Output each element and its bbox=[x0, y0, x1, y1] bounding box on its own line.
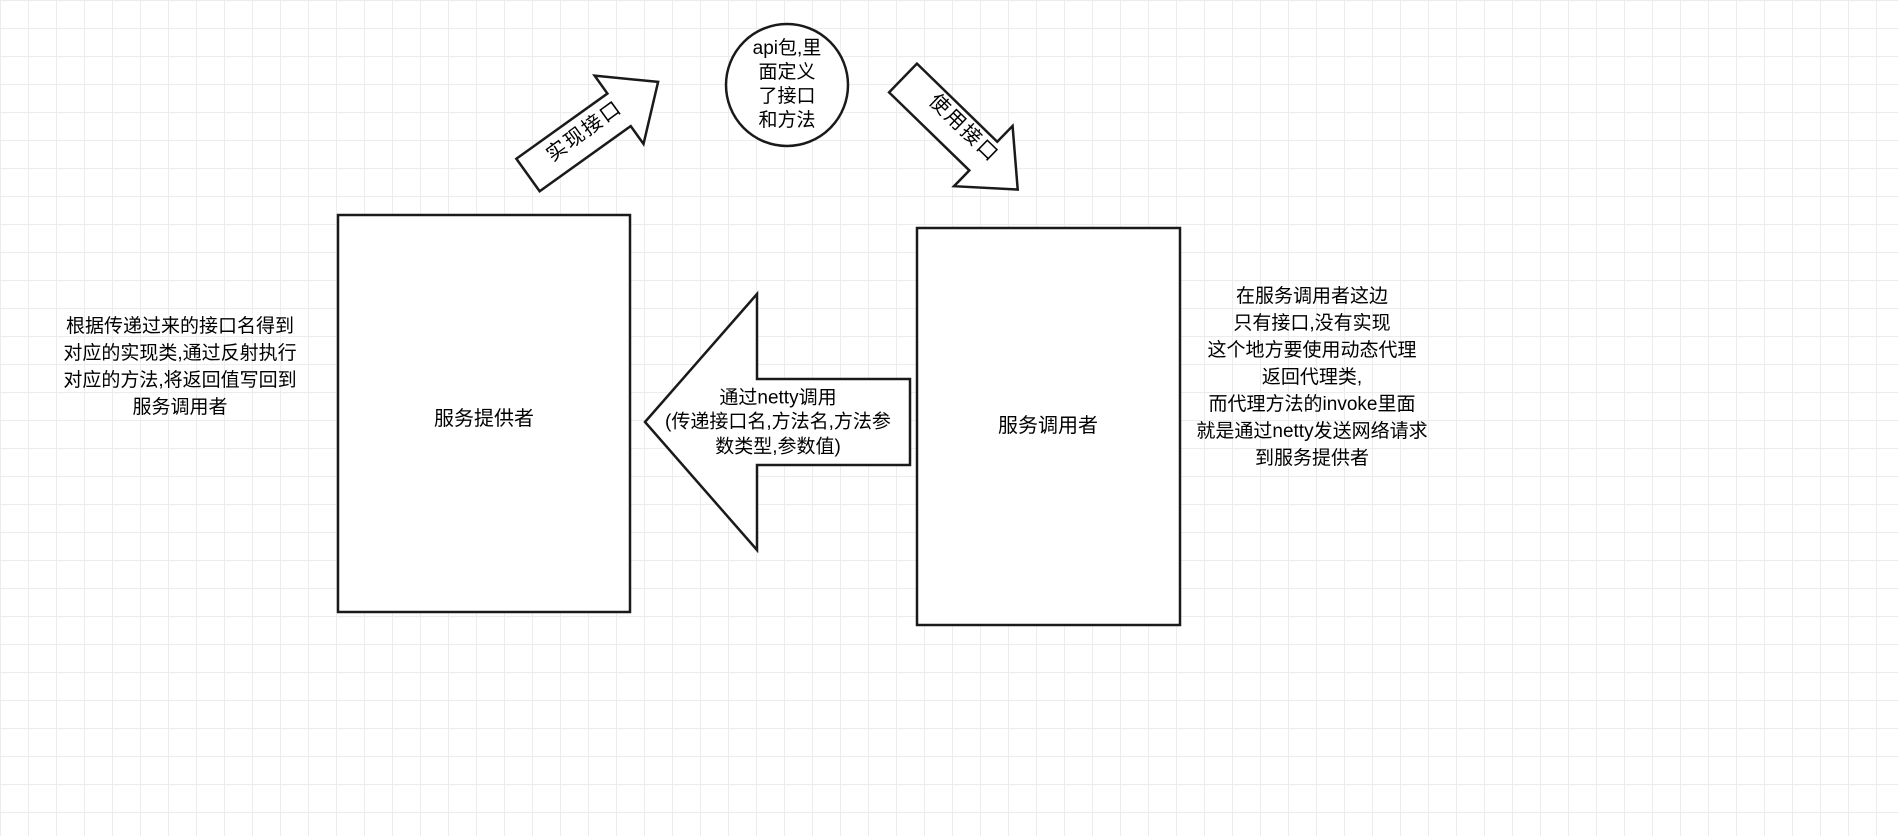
use-interface-arrow-shape bbox=[887, 61, 1020, 191]
service-caller-box-shape bbox=[915, 226, 1182, 627]
api-package-circle-label: api包,里 面定义 了接口 和方法 bbox=[752, 38, 822, 131]
netty-call-arrow-shape bbox=[643, 290, 912, 554]
api-package-circle-shape bbox=[724, 22, 850, 148]
caller-note-text: 在服务调用者这边 只有接口,没有实现 这个地方要使用动态代理 返回代理类, 而代… bbox=[1196, 286, 1428, 469]
service-provider-box-label: 服务提供者 bbox=[434, 408, 534, 431]
implement-interface-arrow-shape bbox=[514, 74, 660, 194]
provider-note-text: 根据传递过来的接口名得到 对应的实现类,通过反射执行 对应的方法,将返回值写回到… bbox=[63, 316, 297, 418]
netty-call-arrow-label: 通过netty调用 (传递接口名,方法名,方法参 数类型,参数值) bbox=[665, 387, 891, 458]
service-provider-box-shape bbox=[336, 213, 632, 614]
service-caller-box-label: 服务调用者 bbox=[998, 415, 1098, 438]
